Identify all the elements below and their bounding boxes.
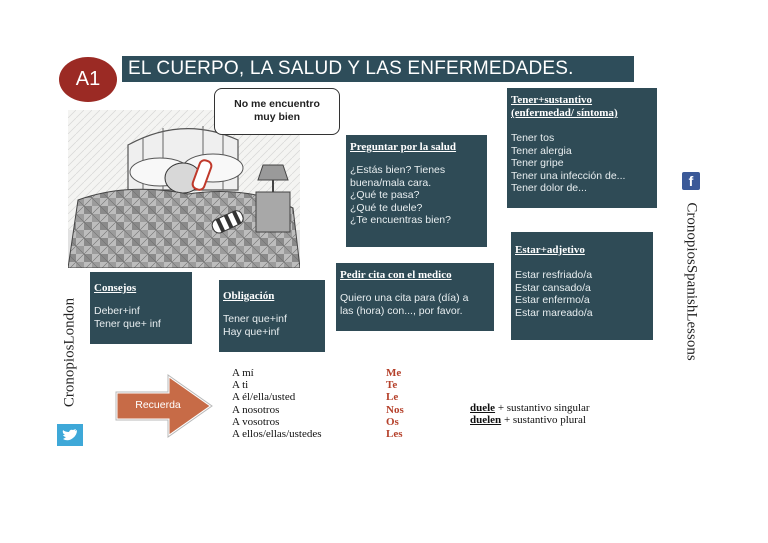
duele-rule-text: + sustantivo singular (495, 402, 590, 414)
card-heading: Tener+sustantivo (enfermedad/ síntoma) (511, 94, 618, 119)
duelen-rule: duelen + sustantivo plural (470, 414, 650, 426)
bed-drawing (68, 110, 300, 268)
card-line: ¿Estás bien? Tienes (350, 164, 446, 176)
card-line: Tener dolor de... (511, 182, 587, 194)
card-line: Estar cansado/a (515, 281, 591, 294)
card-heading: Pedir cita con el medico (340, 269, 452, 281)
subject-pronoun-list: A mí A ti A él/ella/usted A nosotros A v… (232, 367, 372, 440)
card-estar-adjetivo: Estar+adjetivo Estar resfriado/a Estar c… (511, 232, 653, 340)
subject-pronoun: A ellos/ellas/ustedes (232, 428, 322, 441)
card-line: Tener que+inf (223, 313, 287, 325)
speech-bubble: No me encuentro muy bien (214, 88, 340, 135)
card-line: buena/mala cara. (350, 176, 432, 189)
recuerda-arrow: Recuerda (114, 372, 216, 440)
facebook-page[interactable]: f CronopiosSpanishLessons (678, 172, 704, 372)
card-line: Tener una infección de... (511, 169, 626, 182)
subject-pronoun: A él/ella/usted (232, 391, 296, 404)
card-line: Hay que+inf (223, 325, 280, 338)
arrow-right-icon (114, 372, 215, 440)
recuerda-label: Recuerda (135, 399, 181, 411)
duele-rules: duele + sustantivo singular duelen + sus… (470, 402, 650, 426)
object-pronoun: Me (386, 367, 402, 379)
card-preguntar-salud: Preguntar por la salud ¿Estás bien? Tien… (346, 135, 487, 247)
page-title: EL CUERPO, LA SALUD Y LAS ENFERMEDADES. (122, 56, 634, 82)
card-tener-sustantivo: Tener+sustantivo (enfermedad/ síntoma) T… (507, 88, 657, 208)
duelen-rule-text: + sustantivo plural (501, 414, 586, 426)
card-line: Estar mareado/a (515, 306, 593, 319)
sick-in-bed-illustration (68, 110, 300, 268)
object-pronoun: Les (386, 428, 403, 441)
card-line: las (hora) con..., por favor. (340, 304, 463, 317)
card-consejos: Consejos Deber+inf Tener que+ inf (90, 272, 192, 344)
twitter-handle[interactable]: CronopiosLondon (56, 290, 84, 446)
card-heading: Obligación (223, 290, 275, 302)
subject-pronoun: A vosotros (232, 415, 280, 428)
object-pronoun: Le (386, 391, 399, 404)
card-line: ¿Qué te duele? (350, 201, 423, 214)
duele-word: duele (470, 402, 496, 414)
card-heading: Estar+adjetivo (515, 244, 585, 256)
duele-rule: duele + sustantivo singular (470, 402, 650, 414)
object-pronoun-list: Me Te Le Nos Os Les (386, 367, 426, 440)
card-line: Deber+inf (94, 305, 140, 317)
duelen-word: duelen (470, 414, 502, 426)
subject-pronoun: A mí (232, 367, 254, 379)
card-heading: Preguntar por la salud (350, 141, 457, 153)
object-pronoun: Os (386, 415, 399, 428)
level-badge: A1 (59, 57, 117, 102)
card-line: Quiero una cita para (día) a (340, 292, 469, 304)
card-line: ¿Te encuentras bien? (350, 214, 451, 226)
speech-bubble-line-1: No me encuentro (234, 98, 320, 110)
card-pedir-cita: Pedir cita con el medico Quiero una cita… (336, 263, 494, 331)
card-line: Tener alergia (511, 144, 572, 157)
card-heading: Consejos (94, 282, 137, 294)
facebook-icon: f (682, 172, 700, 190)
twitter-bird-icon (57, 424, 83, 446)
card-line: Tener tos (511, 132, 555, 144)
card-line: ¿Qué te pasa? (350, 189, 420, 201)
twitter-handle-text: CronopiosLondon (61, 297, 78, 408)
card-line: Tener que+ inf (94, 317, 161, 330)
card-line: Estar enfermo/a (515, 294, 590, 306)
card-obligacion: Obligación Tener que+inf Hay que+inf (219, 280, 325, 352)
card-line: Estar resfriado/a (515, 269, 593, 281)
object-pronoun: Te (386, 379, 398, 392)
card-line: Tener gripe (511, 157, 564, 169)
facebook-page-text: CronopiosSpanishLessons (683, 202, 700, 361)
subject-pronoun: A nosotros (232, 403, 280, 416)
object-pronoun: Nos (386, 403, 404, 416)
subject-pronoun: A ti (232, 379, 249, 392)
speech-bubble-line-2: muy bien (253, 111, 301, 123)
